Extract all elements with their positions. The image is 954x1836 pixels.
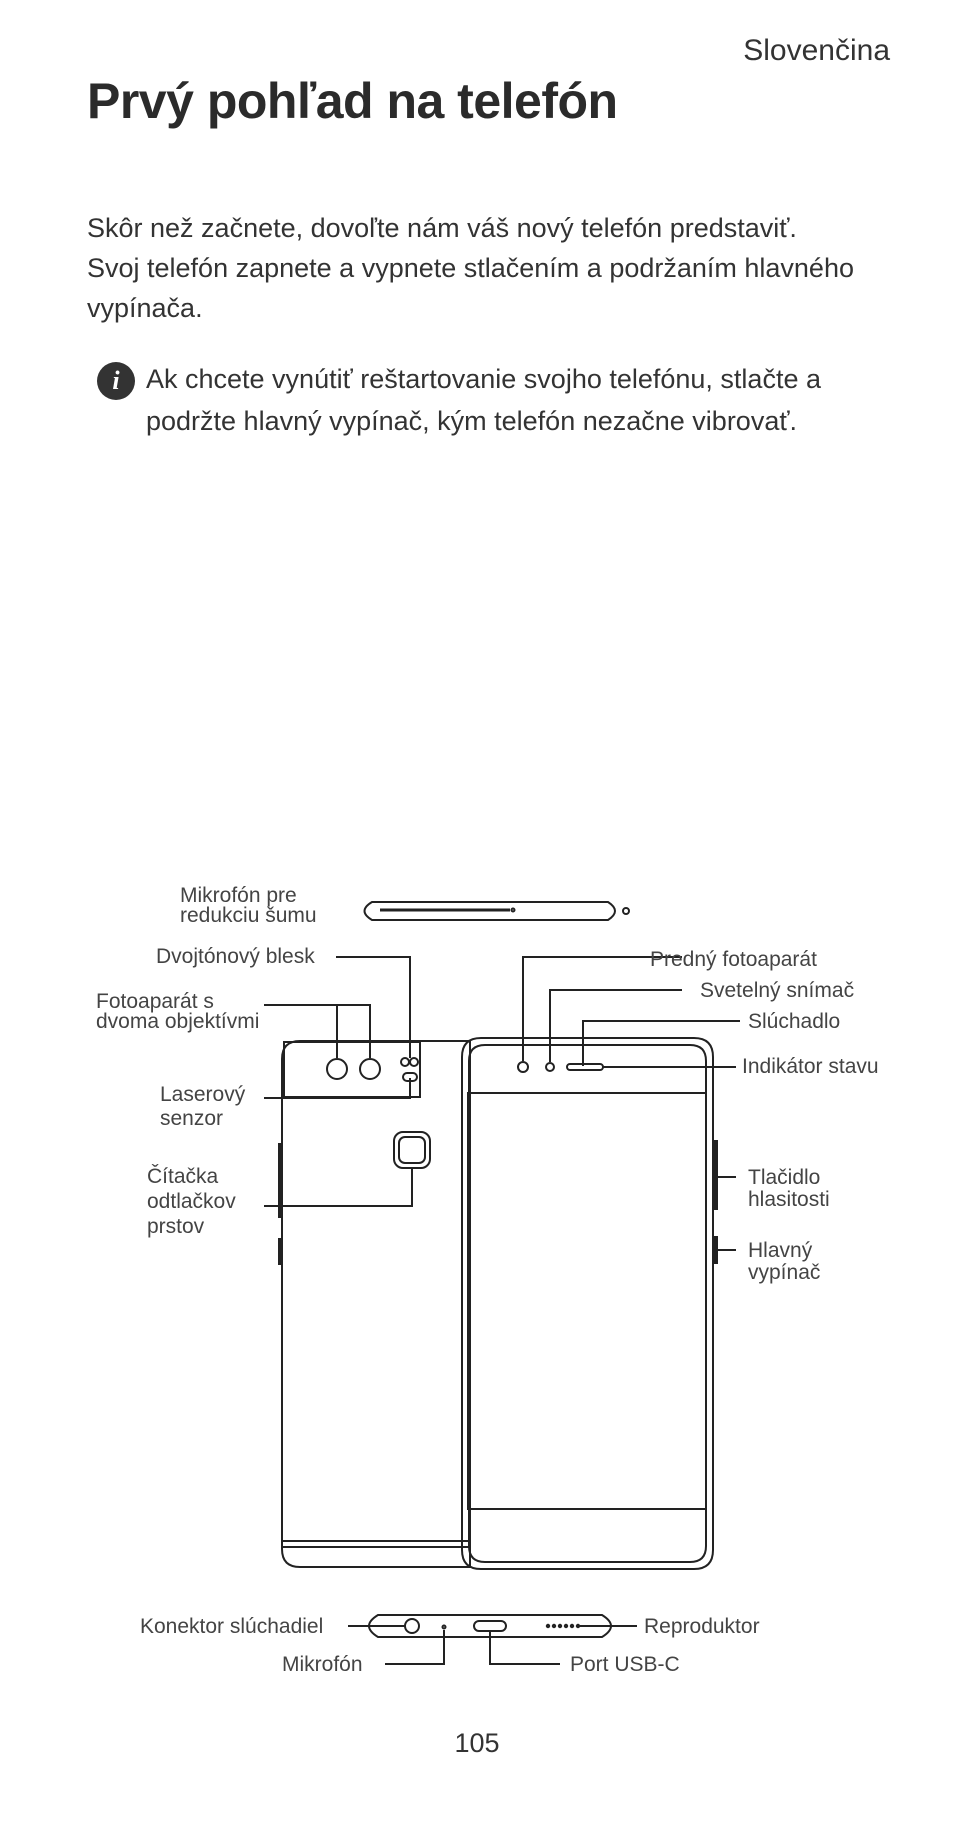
label-noise-mic: Mikrofón pre <box>180 884 297 907</box>
page-number: 105 <box>454 1728 500 1758</box>
phone-top-edge <box>363 901 616 921</box>
screen <box>467 1092 707 1510</box>
label-front-camera: Predný fotoaparát <box>650 948 817 971</box>
diagram-labels: Mikrofón pre redukciu šumu Dvojtónový bl… <box>96 884 879 1676</box>
label-microphone: Mikrofón <box>282 1653 363 1676</box>
phone-back <box>281 1040 471 1568</box>
label-status-indicator: Indikátor stavu <box>742 1055 879 1078</box>
label-fingerprint: Čítačka <box>147 1165 219 1188</box>
label-laser-sensor: senzor <box>160 1107 223 1130</box>
note-line: Ak chcete vynútiť reštartovanie svojho t… <box>146 364 821 394</box>
label-usb: Port USB-C <box>570 1653 680 1676</box>
label-volume: Tlačidlo <box>748 1166 820 1189</box>
speaker-grille <box>545 1623 581 1629</box>
diagram-lines <box>264 901 740 1665</box>
label-power: Hlavný <box>748 1239 813 1262</box>
intro-line: vypínača. <box>87 293 203 323</box>
label-fingerprint: prstov <box>147 1215 205 1238</box>
label-volume: hlasitosti <box>748 1188 830 1211</box>
note-line: podržte hlavný vypínač, kým telefón neza… <box>146 406 797 436</box>
label-power: vypínač <box>748 1261 820 1284</box>
intro-line: Svoj telefón zapnete a vypnete stlačením… <box>87 253 854 283</box>
label-dual-flash: Dvojtónový blesk <box>156 945 315 968</box>
dual-camera-lens-2 <box>359 1058 381 1080</box>
phone-bottom-edge <box>368 1614 612 1638</box>
page-title: Prvý pohľad na telefón <box>87 73 618 129</box>
intro-paragraph: Skôr než začnete, dovoľte nám váš nový t… <box>87 208 887 328</box>
front-camera <box>517 1061 529 1073</box>
phone-front <box>461 1037 714 1570</box>
info-icon: i <box>97 362 135 400</box>
headset-jack <box>404 1618 420 1634</box>
label-speaker: Reproduktor <box>644 1615 760 1638</box>
note-text: Ak chcete vynútiť reštartovanie svojho t… <box>146 358 821 442</box>
usb-port <box>473 1620 507 1632</box>
dual-camera-lens-1 <box>326 1058 348 1080</box>
camera-band <box>283 1041 421 1098</box>
label-headset: Konektor slúchadiel <box>140 1615 323 1638</box>
label-light-sensor: Svetelný snímač <box>700 979 854 1002</box>
intro-line: Skôr než začnete, dovoľte nám váš nový t… <box>87 213 797 243</box>
label-earpiece: Slúchadlo <box>748 1010 840 1033</box>
label-dual-camera: Fotoaparát s <box>96 990 214 1013</box>
label-laser-sensor: Laserový <box>160 1083 246 1106</box>
language-label: Slovenčina <box>743 34 890 67</box>
label-fingerprint: odtlačkov <box>147 1190 236 1213</box>
label-dual-camera: dvoma objektívmi <box>96 1010 259 1033</box>
dual-flash <box>400 1057 410 1067</box>
light-sensor <box>545 1062 555 1072</box>
label-noise-mic: redukciu šumu <box>180 904 317 927</box>
earpiece <box>566 1063 604 1071</box>
